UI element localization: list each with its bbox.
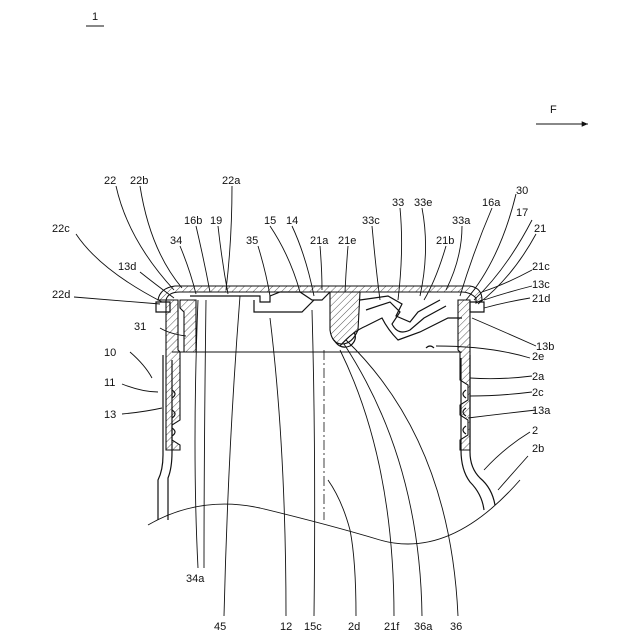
bottle-outer-wall-right (470, 355, 495, 505)
label-22a: 22a (222, 175, 241, 187)
label-2e: 2e (532, 351, 544, 363)
label-19: 19 (210, 215, 222, 227)
bottle-outer-wall-left (158, 355, 163, 520)
label-13a: 13a (532, 405, 551, 417)
label-2d: 2d (348, 621, 360, 633)
label-33: 33 (392, 197, 404, 209)
label-33a: 33a (452, 215, 471, 227)
direction-label: F (550, 104, 557, 116)
label-36a: 36a (414, 621, 433, 633)
label-35: 35 (246, 235, 258, 247)
label-21b: 21b (436, 235, 454, 247)
label-22: 22 (104, 175, 116, 187)
label-21e: 21e (338, 235, 356, 247)
label-2b: 2b (532, 443, 544, 455)
label-34: 34 (170, 235, 182, 247)
label-33c: 33c (362, 215, 380, 227)
label-21d: 21d (532, 293, 550, 305)
label-15: 15 (264, 215, 276, 227)
label-22c: 22c (52, 223, 70, 235)
label-12: 12 (280, 621, 292, 633)
gasket-2e (426, 346, 434, 348)
label-2a: 2a (532, 371, 545, 383)
label-13d: 13d (118, 261, 136, 273)
inner-plug-left (190, 292, 330, 302)
label-31: 31 (134, 321, 146, 333)
valve-membrane-33 (360, 296, 440, 322)
label-2: 2 (532, 425, 538, 437)
label-34a: 34a (186, 573, 205, 585)
label-30: 30 (516, 185, 528, 197)
label-13c: 13c (532, 279, 550, 291)
valve-inner-33e (366, 302, 446, 332)
label-45: 45 (214, 621, 226, 633)
inner-seal-34 (180, 300, 196, 352)
label-36: 36 (450, 621, 462, 633)
label-2c: 2c (532, 387, 544, 399)
label-22d: 22d (52, 289, 70, 301)
label-22b: 22b (130, 175, 148, 187)
label-21c: 21c (532, 261, 550, 273)
label-21a: 21a (310, 235, 329, 247)
label-14: 14 (286, 215, 298, 227)
label-11: 11 (104, 377, 115, 389)
cap-skirt-left (166, 300, 180, 450)
label-21f: 21f (384, 621, 400, 633)
label-33e: 33e (414, 197, 432, 209)
label-17: 17 (516, 207, 528, 219)
label-16a: 16a (482, 197, 501, 209)
lid-upper-rim-right (470, 302, 484, 312)
label-16b: 16b (184, 215, 202, 227)
label-15c: 15c (304, 621, 322, 633)
label-21: 21 (534, 223, 546, 235)
label-13: 13 (104, 409, 116, 421)
label-10: 10 (104, 347, 116, 359)
figure-number-label: 1 (92, 11, 98, 23)
